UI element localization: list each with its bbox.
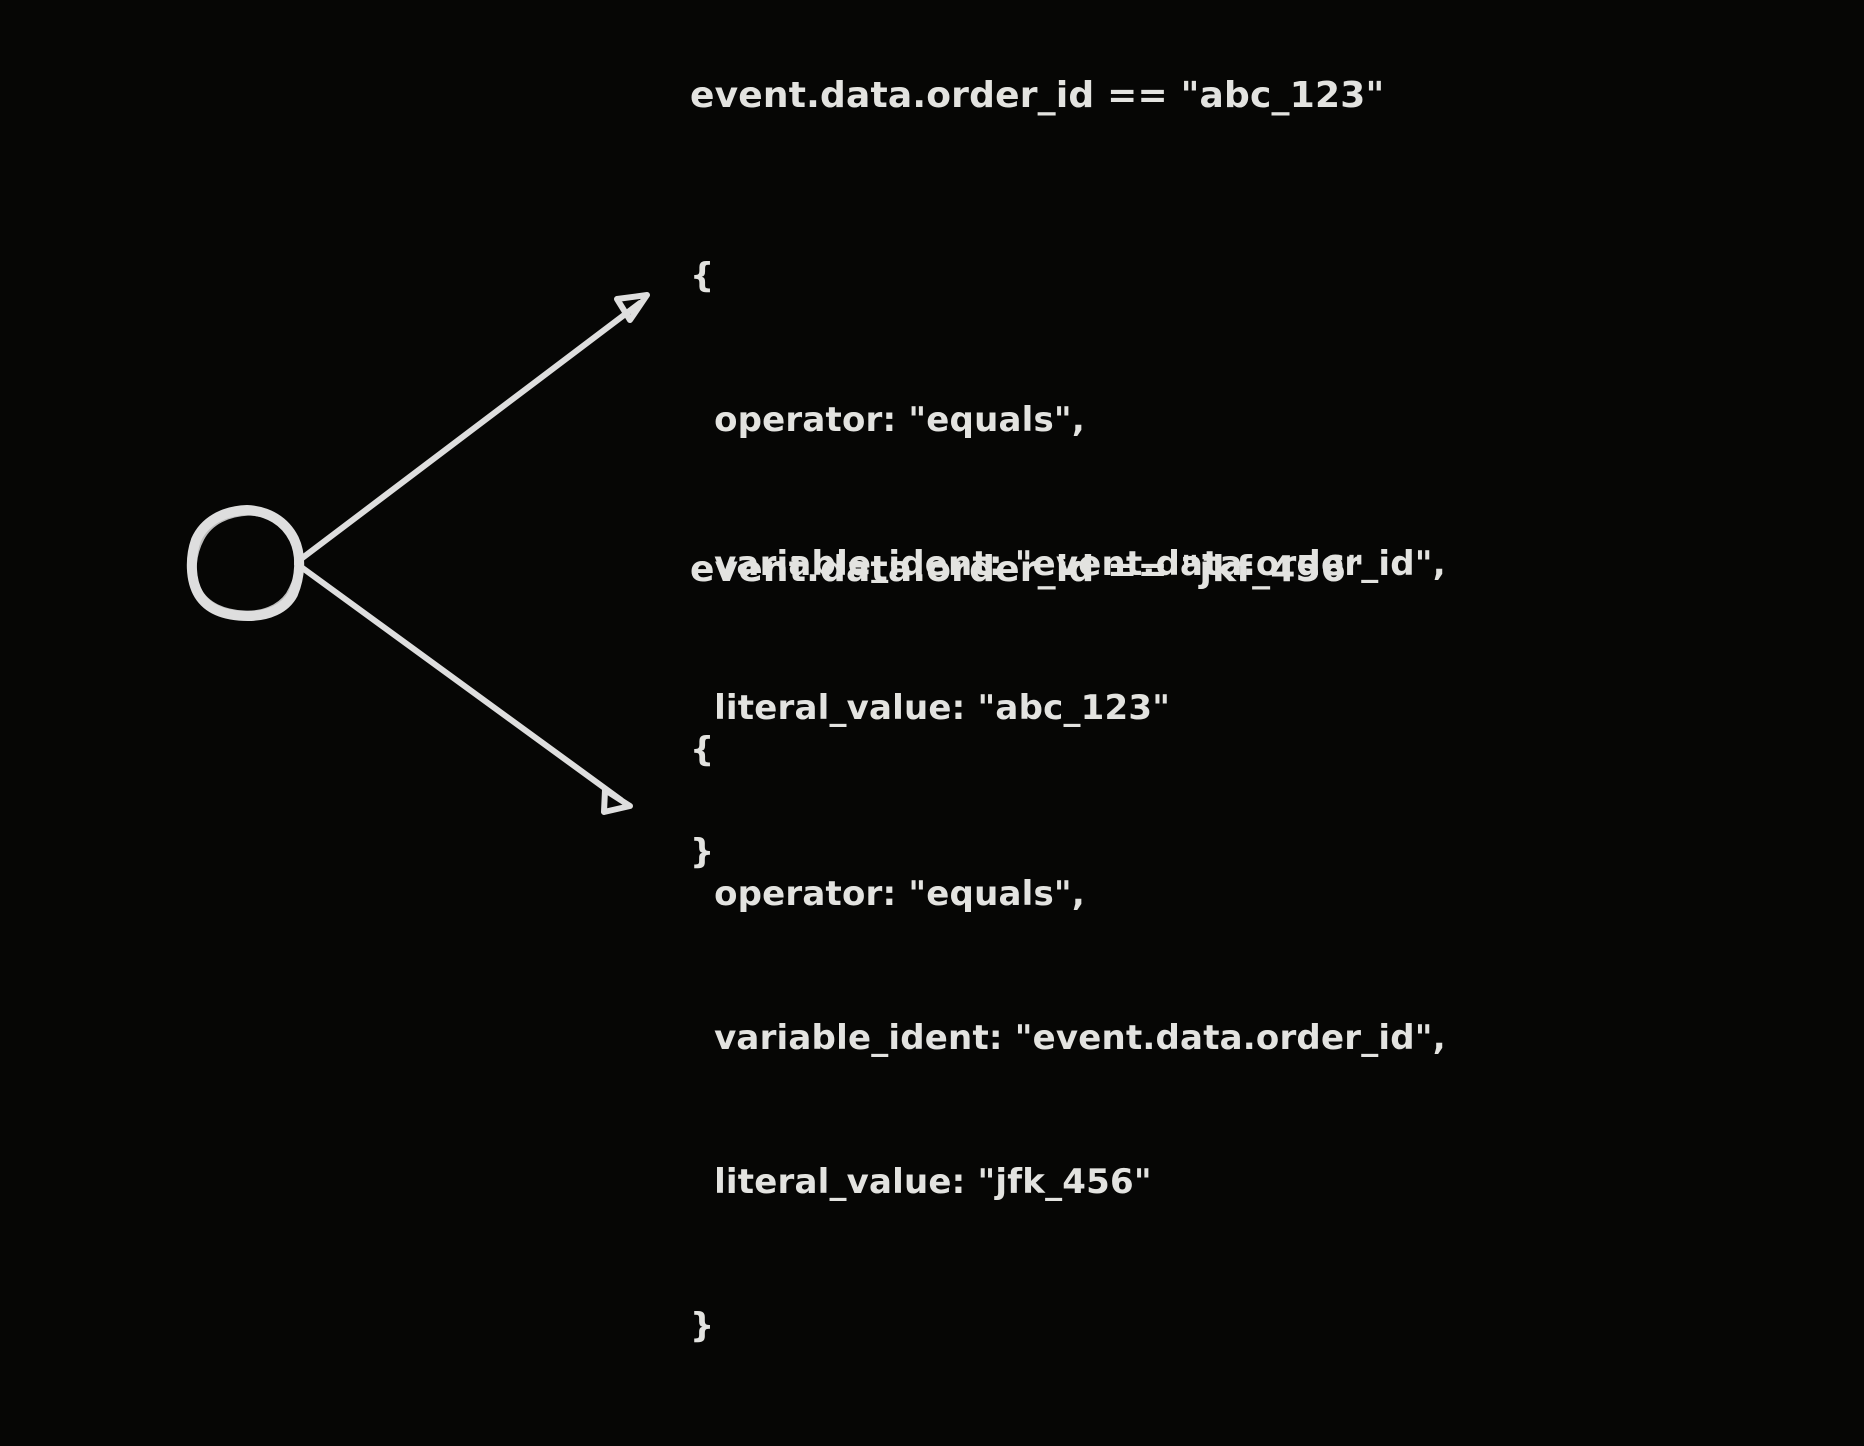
- branch-1-code-line-literal-value: literal_value: "abc_123": [690, 688, 1171, 728]
- branch-1-code-block: { operator: "equals", variable_ident: "e…: [690, 156, 1446, 972]
- branch-1-code-line-operator: operator: "equals",: [690, 400, 1085, 440]
- branch-1-close-brace: }: [690, 832, 715, 872]
- branch-2-close-brace: }: [690, 1306, 715, 1346]
- branch-2-code-line-literal-value: literal_value: "jfk_456": [690, 1162, 1152, 1202]
- branch-2-code-line-variable-ident: variable_ident: "event.data.order_id",: [690, 1018, 1446, 1058]
- branch-2-open-brace: {: [690, 730, 715, 770]
- root-node-circle[interactable]: [186, 505, 305, 621]
- branch-2-code-line-operator: operator: "equals",: [690, 874, 1085, 914]
- edge-to-branch-1[interactable]: [294, 292, 650, 565]
- branch-1-expression: event.data.order_id == "abc_123": [690, 75, 1385, 116]
- edge-to-branch-2[interactable]: [294, 561, 633, 815]
- branch-1-open-brace: {: [690, 256, 715, 296]
- branch-2-code-block: { operator: "equals", variable_ident: "e…: [690, 630, 1446, 1446]
- branch-1-code-line-variable-ident: variable_ident: "event.data.order_id",: [690, 544, 1446, 584]
- branch-1-text-group: event.data.order_id == "abc_123" { opera…: [690, 78, 1446, 972]
- diagram-canvas: event.data.order_id == "abc_123" { opera…: [186, 77, 1446, 1346]
- branch-2-expression: event.data.order_id == "jkf_456": [690, 549, 1365, 590]
- branch-2-text-group: event.data.order_id == "jkf_456" { opera…: [690, 552, 1446, 1446]
